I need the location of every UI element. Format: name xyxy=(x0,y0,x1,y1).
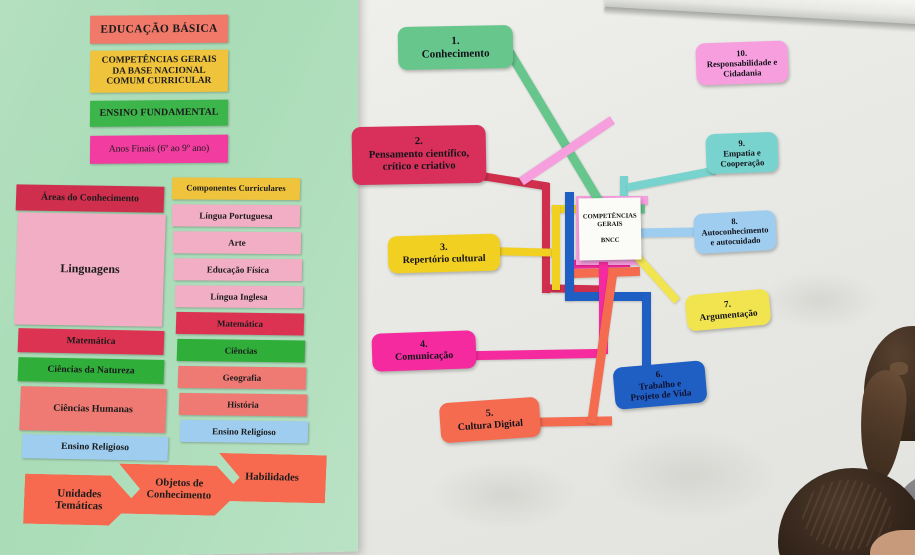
center-line-3: BNCC xyxy=(600,236,620,244)
connector-9-empatia-v xyxy=(620,176,628,208)
node-label: Trabalho e Projeto de Vida xyxy=(630,377,692,404)
table-cell-comp-historia: História xyxy=(178,392,308,417)
connector-3-repertorio-v xyxy=(552,205,560,290)
connector-2-pensamento-v xyxy=(542,183,550,293)
table-cell-label: História xyxy=(227,399,259,410)
table-cell-label: Ciências Humanas xyxy=(52,403,134,416)
node-label: Cultura Digital xyxy=(457,417,524,434)
table-cell-label: Ensino Religioso xyxy=(211,426,276,437)
arrow-label: Objetos de Conhecimento xyxy=(146,477,212,502)
poster-card-label: EDUCAÇÃO BÁSICA xyxy=(100,22,218,36)
table-cell-comp-lingua-inglesa: Língua Inglesa xyxy=(174,285,304,309)
bncc-poster: EDUCAÇÃO BÁSICA COMPETÊNCIAS GERAIS DA B… xyxy=(0,0,358,555)
node-number: 5. xyxy=(485,407,494,420)
table-cell-label: Linguagens xyxy=(60,261,120,277)
mindmap-center-node: COMPETÊNCIAS GERAIS BNCC xyxy=(578,197,642,261)
connector-6-trabalho-v2 xyxy=(642,292,651,370)
node-label: Responsabilidade e Cidadania xyxy=(706,56,778,79)
mindmap-node-3-repertorio-cultural: 3. Repertório cultural xyxy=(387,233,501,274)
table-cell-comp-geografia: Geografia xyxy=(177,365,307,390)
table-cell-comp-matematica: Matemática xyxy=(175,311,305,336)
node-number: 1. xyxy=(451,34,460,47)
connector-5-cultura-h xyxy=(537,416,613,427)
poster-card-anos-finais: Anos Finais (6º ao 9º ano) xyxy=(89,134,229,164)
table-cell-area-linguagens: Linguagens xyxy=(14,212,166,327)
mindmap-node-2-pensamento-cientifico: 2. Pensamento científico, crítico e cria… xyxy=(351,124,487,186)
arrow-objetos-conhecimento: Objetos de Conhecimento xyxy=(117,464,241,517)
wall-smudge-2 xyxy=(430,460,580,530)
table-cell-area-ciencias-natureza: Ciências da Natureza xyxy=(17,357,165,384)
table-cell-comp-educacao-fisica: Educação Física xyxy=(173,258,303,282)
table-cell-label: Língua Inglesa xyxy=(210,291,268,302)
connector-8-autoconhecimento xyxy=(633,227,697,238)
wall-smudge-1 xyxy=(600,430,780,520)
mindmap-node-4-comunicacao: 4. Comunicação xyxy=(371,330,477,372)
arrow-unidades-tematicas: Unidades Temáticas xyxy=(23,474,135,527)
table-cell-area-ensino-religioso: Ensino Religioso xyxy=(21,434,169,461)
center-line-2: GERAIS xyxy=(597,221,623,229)
node-number: 4. xyxy=(419,339,428,351)
node-number: 3. xyxy=(439,241,448,253)
mindmap-node-6-trabalho-projeto-vida: 6. Trabalho e Projeto de Vida xyxy=(612,360,708,410)
node-label: Autoconhecimento e autocuidado xyxy=(701,225,769,248)
mindmap-node-5-cultura-digital: 5. Cultura Digital xyxy=(438,396,542,444)
mindmap-node-8-autoconhecimento: 8. Autoconhecimento e autocuidado xyxy=(693,209,777,255)
node-label: Pensamento científico, crítico e criativ… xyxy=(368,147,470,173)
node-label: Repertório cultural xyxy=(402,252,486,266)
poster-card-label: Anos Finais (6º ao 9º ano) xyxy=(108,142,210,155)
table-cell-comp-ensino-religioso: Ensino Religioso xyxy=(179,419,309,444)
table-cell-comp-ciencias: Ciências xyxy=(176,338,306,363)
mindmap-node-9-empatia-cooperacao: 9. Empatia e Cooperação xyxy=(705,131,779,175)
connector-10-responsabilidade-frame-b xyxy=(576,256,642,265)
node-label: Comunicação xyxy=(394,349,454,364)
table-cell-comp-arte: Arte xyxy=(172,231,302,255)
node-number: 8. xyxy=(731,216,738,227)
table-cell-label: Educação Física xyxy=(206,264,270,275)
table-cell-label: Ciências xyxy=(224,345,258,356)
mindmap-node-1-conhecimento: 1. Conhecimento xyxy=(397,24,514,71)
node-number: 10. xyxy=(736,47,748,58)
table-cell-comp-lingua-portuguesa: Língua Portuguesa xyxy=(171,204,301,228)
table-cell-label: Língua Portuguesa xyxy=(199,210,273,221)
poster-card-competencias-gerais: COMPETÊNCIAS GERAIS DA BASE NACIONAL COM… xyxy=(89,49,229,93)
connector-6-trabalho-v1 xyxy=(565,192,574,300)
node-number: 6. xyxy=(655,368,663,380)
node-number: 9. xyxy=(738,137,746,148)
connector-3-repertorio-h xyxy=(496,247,560,257)
table-cell-area-ciencias-humanas: Ciências Humanas xyxy=(19,386,167,433)
node-label: Argumentação xyxy=(699,307,758,323)
wall-smudge-3 xyxy=(760,270,880,330)
poster-card-label: COMPETÊNCIAS GERAIS DA BASE NACIONAL COM… xyxy=(101,54,217,87)
node-number: 7. xyxy=(723,298,732,310)
arrow-label: Unidades Temáticas xyxy=(54,487,103,513)
poster-card-ensino-fundamental: ENSINO FUNDAMENTAL xyxy=(89,99,229,127)
table-cell-label: Matemática xyxy=(216,318,264,329)
table-header-componentes-curriculares: Componentes Curriculares xyxy=(171,177,301,201)
poster-card-educacao-basica: EDUCAÇÃO BÁSICA xyxy=(89,14,229,44)
arrow-habilidades: Habilidades xyxy=(217,453,327,503)
node-number: 2. xyxy=(414,136,423,148)
poster-card-label: ENSINO FUNDAMENTAL xyxy=(99,107,219,120)
node-label: Conhecimento xyxy=(421,46,490,61)
mindmap-node-10-responsabilidade-cidadania: 10. Responsabilidade e Cidadania xyxy=(695,40,789,86)
table-header-label: Componentes Curriculares xyxy=(186,182,286,194)
table-cell-area-matematica: Matemática xyxy=(17,328,165,355)
table-header-areas-conhecimento: Áreas do Conhecimento xyxy=(15,184,165,213)
table-cell-label: Ensino Religioso xyxy=(60,440,130,453)
table-header-label: Áreas do Conhecimento xyxy=(40,191,140,204)
node-label: Empatia e Cooperação xyxy=(720,147,765,169)
table-cell-label: Arte xyxy=(228,237,246,248)
arrow-label: Habilidades xyxy=(244,471,300,484)
table-cell-label: Ciências da Natureza xyxy=(47,363,135,377)
mindmap-node-7-argumentacao: 7. Argumentação xyxy=(684,288,772,332)
table-cell-label: Geografia xyxy=(222,372,262,383)
table-cell-label: Matemática xyxy=(66,334,116,347)
